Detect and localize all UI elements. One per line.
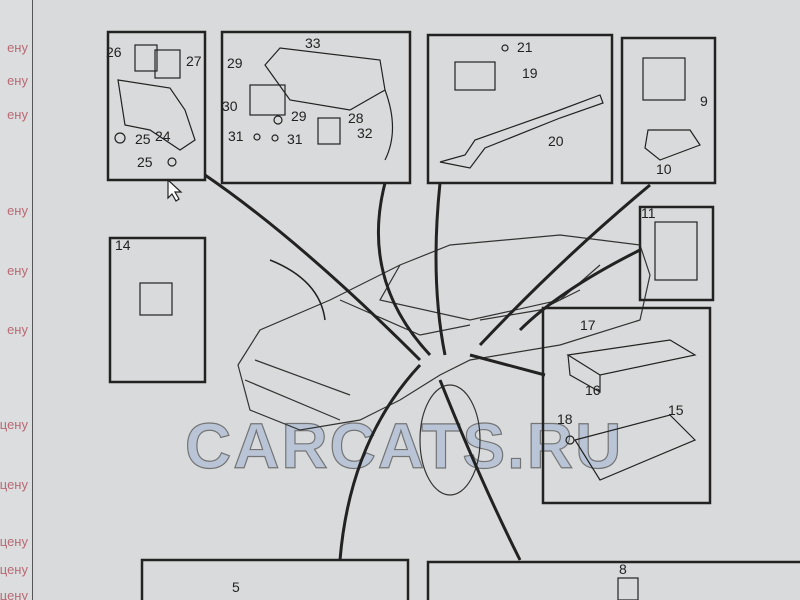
callout-box-5[interactable]: 5 (140, 558, 410, 600)
callout-label: 25 (135, 131, 151, 147)
price-link-column: ену ену ену ену ену ену цену цену цену ц… (0, 0, 33, 600)
callout-label: 14 (115, 237, 131, 253)
callout-box-timer[interactable]: 21 19 20 (426, 33, 614, 185)
price-link[interactable]: ену (7, 322, 28, 337)
watermark: CARCATS.RU (185, 410, 623, 482)
mouse-cursor-icon (167, 178, 183, 202)
price-link[interactable]: цену (0, 417, 28, 432)
price-link[interactable]: цену (0, 477, 28, 492)
callout-label: 31 (287, 131, 303, 147)
callout-label: 24 (155, 128, 171, 144)
callout-label: 31 (228, 128, 244, 144)
callout-label: 18 (557, 411, 573, 427)
callout-label: 20 (548, 133, 564, 149)
callout-label: 25 (137, 154, 153, 170)
callout-label: 33 (305, 35, 321, 51)
price-link[interactable]: цену (0, 588, 28, 600)
price-link[interactable]: ену (7, 40, 28, 55)
price-link[interactable]: ену (7, 73, 28, 88)
callout-label: 10 (656, 161, 672, 177)
callout-label: 19 (522, 65, 538, 81)
callout-label: 8 (619, 561, 627, 577)
callout-label: 15 (668, 402, 684, 418)
callout-box-relay-9[interactable]: 9 10 (620, 36, 717, 185)
callout-label: 21 (517, 39, 533, 55)
callout-label: 11 (641, 205, 656, 221)
callout-box-bracket[interactable]: 33 29 30 29 28 31 31 32 (220, 30, 412, 185)
price-link[interactable]: ену (7, 203, 28, 218)
leader-lines (204, 173, 651, 561)
callout-label: 30 (222, 98, 238, 114)
callout-label: 16 (585, 382, 601, 398)
price-link[interactable]: ену (7, 263, 28, 278)
callout-label: 27 (186, 53, 202, 69)
callout-label: 32 (357, 125, 373, 141)
callout-label: 26 (106, 44, 122, 60)
callout-box-8[interactable]: 8 (426, 560, 800, 600)
price-link[interactable]: цену (0, 534, 28, 549)
callout-label: 5 (232, 579, 240, 595)
callout-label: 29 (227, 55, 243, 71)
callout-box-relays-left[interactable]: 26 27 24 25 25 (106, 30, 207, 182)
callout-label: 17 (580, 317, 596, 333)
callout-label: 29 (291, 108, 307, 124)
callout-label: 28 (348, 110, 364, 126)
price-link[interactable]: ену (7, 107, 28, 122)
callout-box-14[interactable]: 14 (108, 236, 207, 384)
callout-box-11[interactable]: 11 (638, 205, 715, 302)
callout-label: 9 (700, 93, 708, 109)
callout-box-fusebox[interactable]: 17 16 18 15 (541, 306, 712, 505)
price-link[interactable]: цену (0, 562, 28, 577)
